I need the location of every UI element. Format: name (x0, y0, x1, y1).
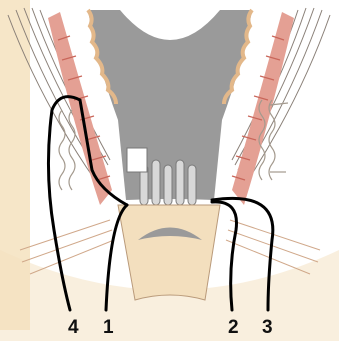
anal-canal (118, 205, 220, 300)
label-fistula-1: 1 (103, 318, 114, 338)
left-external-sphincter (59, 110, 75, 190)
label-fistula-4: 4 (68, 318, 79, 338)
anal-gland (127, 148, 147, 172)
label-fistula-2: 2 (228, 318, 239, 338)
label-fistula-3: 3 (262, 318, 273, 338)
